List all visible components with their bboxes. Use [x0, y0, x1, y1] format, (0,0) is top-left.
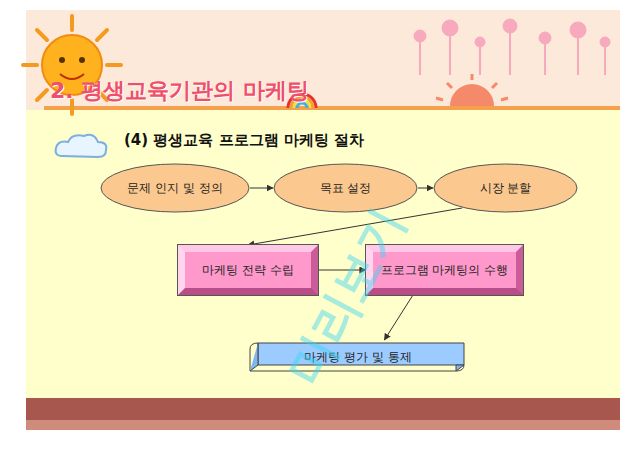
node-label: 프로그램 마케팅의 수행	[381, 262, 509, 279]
footer-band	[26, 398, 620, 420]
process-box: 마케팅 전략 수립	[178, 245, 318, 295]
node-label: 마케팅 평가 및 통제	[304, 349, 411, 366]
node-label: 문제 인지 및 정의	[127, 180, 222, 197]
rising-sun	[436, 74, 508, 106]
pink-trees	[414, 19, 610, 75]
subtitle: (4) 평생교육 프로그램 마케팅 절차	[124, 131, 364, 150]
flow-arrow	[250, 188, 273, 189]
footer-stripe	[26, 420, 620, 430]
step-ellipse: 시장 분할	[433, 163, 578, 213]
node-label: 목표 설정	[320, 180, 372, 197]
flow-arrow	[318, 270, 366, 271]
flow-arrow	[384, 295, 413, 340]
watermark: 미리보기	[273, 197, 420, 397]
step-ellipse: 목표 설정	[273, 163, 418, 213]
scroll-banner: 마케팅 평가 및 통제	[248, 340, 468, 374]
cloud-icon	[56, 135, 107, 157]
node-label: 시장 분할	[480, 180, 532, 197]
header-rule	[44, 106, 620, 110]
flow-arrow	[418, 188, 433, 189]
slide-title: 2. 평생교육기관의 마케팅	[50, 76, 309, 106]
slide-ground	[26, 10, 620, 430]
node-label: 마케팅 전략 수립	[202, 262, 294, 279]
step-ellipse: 문제 인지 및 정의	[100, 163, 250, 213]
header-ground	[26, 10, 620, 110]
process-box: 프로그램 마케팅의 수행	[366, 245, 524, 295]
flow-arrow	[248, 208, 462, 245]
